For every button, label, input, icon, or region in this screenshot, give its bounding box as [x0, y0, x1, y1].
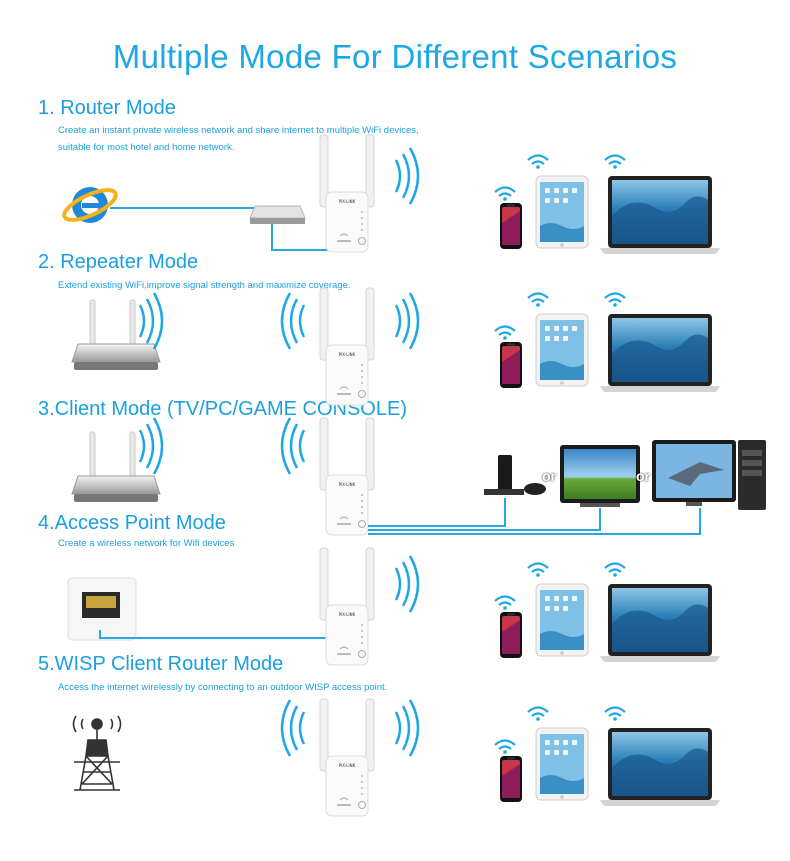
page-title: Multiple Mode For Different Scenarios: [112, 38, 678, 75]
signal-waves-icon: [394, 554, 420, 614]
tablet-icon: [535, 583, 589, 657]
game-console-icon: [484, 455, 546, 495]
ethernet-port-icon: [67, 577, 137, 641]
laptop-icon: [600, 314, 720, 392]
router-icon: [71, 299, 161, 371]
signal-waves-icon: [280, 698, 306, 758]
tv-icon: [560, 445, 640, 507]
mode-5-desc-line-1: Access the internet wirelessly by connec…: [58, 682, 388, 693]
mode-2-desc-line-1: Extend existing WiFi,improve signal stre…: [58, 280, 351, 291]
switch-icon: [249, 205, 306, 224]
phone-icon: [500, 612, 522, 658]
mode-4-title: 4.Access Point Mode: [38, 512, 226, 534]
extender-icon: [319, 698, 375, 817]
or-label: or: [636, 468, 650, 484]
signal-waves-icon: [394, 146, 420, 206]
wifi-icon: [603, 706, 627, 722]
cable-line: [368, 508, 601, 531]
wifi-icon: [526, 706, 550, 722]
wifi-icon: [603, 562, 627, 578]
signal-waves-icon: [394, 291, 420, 351]
mode-4-desc-line-1: Create a wireless network for Wifi devic…: [58, 538, 235, 549]
tablet-icon: [535, 727, 589, 801]
extender-icon: [319, 287, 375, 406]
cable-line: [368, 498, 506, 527]
signal-waves-icon: [280, 291, 306, 351]
cable-line: [99, 630, 330, 639]
wisp-tower-icon: [72, 715, 122, 791]
mode-1-desc-line-2: suitable for most hotel and home network…: [58, 142, 235, 153]
or-label: or: [542, 468, 556, 484]
wifi-icon: [493, 186, 517, 202]
wifi-icon: [493, 595, 517, 611]
tablet-icon: [535, 313, 589, 387]
tablet-icon: [535, 175, 589, 249]
signal-waves-icon: [138, 416, 164, 476]
wifi-icon: [526, 292, 550, 308]
desktop-pc-icon: [652, 440, 766, 510]
extender-icon: [319, 547, 375, 666]
signal-waves-icon: [280, 416, 306, 476]
cable-line: [271, 224, 330, 251]
internet-explorer-icon: [62, 187, 118, 223]
mode-1-desc-line-1: Create an instant private wireless netwo…: [58, 125, 419, 136]
laptop-icon: [600, 176, 720, 254]
wifi-icon: [526, 154, 550, 170]
signal-waves-icon: [394, 698, 420, 758]
wifi-icon: [526, 562, 550, 578]
laptop-icon: [600, 728, 720, 806]
wifi-icon: [493, 739, 517, 755]
phone-icon: [500, 203, 522, 249]
mode-5-title: 5.WISP Client Router Mode: [38, 653, 284, 675]
laptop-icon: [600, 584, 720, 662]
wifi-icon: [603, 154, 627, 170]
phone-icon: [500, 756, 522, 802]
mode-2-title: 2. Repeater Mode: [38, 251, 199, 273]
extender-icon: [319, 417, 375, 536]
cable-line: [368, 508, 701, 535]
wifi-icon: [603, 292, 627, 308]
wifi-icon: [493, 325, 517, 341]
mode-1-title: 1. Router Mode: [38, 97, 176, 119]
phone-icon: [500, 342, 522, 388]
mode-3-title: 3.Client Mode (TV/PC/GAME CONSOLE): [38, 398, 407, 420]
signal-waves-icon: [138, 291, 164, 351]
extender-icon: [319, 134, 375, 253]
